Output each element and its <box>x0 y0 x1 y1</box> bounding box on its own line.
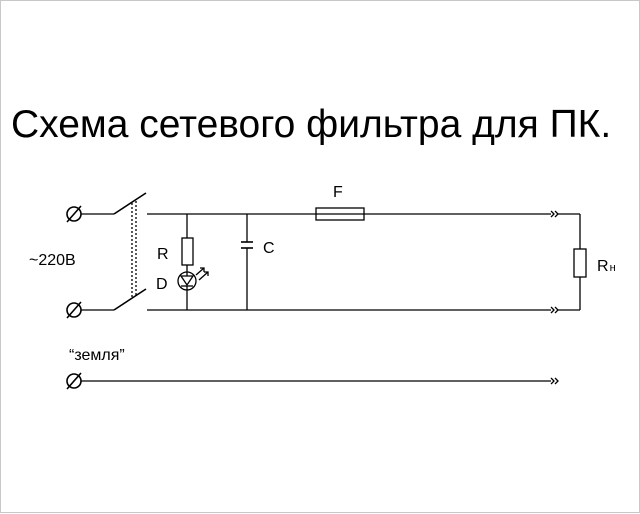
fuse-icon <box>315 207 365 221</box>
resistor-icon <box>181 214 194 271</box>
ground-label: “земля” <box>69 347 125 364</box>
arrow-top-icon <box>550 210 559 218</box>
led-icon <box>177 267 209 310</box>
load-label: Rн <box>597 258 616 275</box>
arrow-ground-icon <box>550 377 559 385</box>
switch-icon <box>81 192 147 311</box>
fuse-label: F <box>333 184 343 201</box>
led-label: D <box>156 276 168 293</box>
terminal-bottom-icon <box>66 301 82 319</box>
diagram-title: Схема сетевого фильтра для ПК. <box>11 103 611 146</box>
capacitor-label: C <box>263 240 275 257</box>
arrow-bottom-icon <box>550 306 559 314</box>
resistor-label: R <box>157 246 169 263</box>
voltage-label: ~220В <box>29 252 76 269</box>
terminal-ground-icon <box>66 372 82 390</box>
load-resistor-icon <box>558 213 587 311</box>
capacitor-icon <box>241 214 253 310</box>
terminal-top-icon <box>66 205 82 223</box>
